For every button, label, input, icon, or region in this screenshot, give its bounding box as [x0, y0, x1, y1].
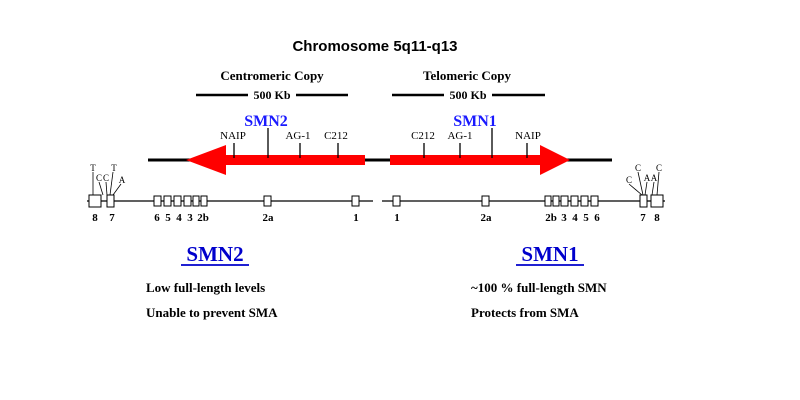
exon-number: 2b — [545, 212, 557, 224]
variant-lead — [112, 183, 122, 196]
smn1-description-line: Protects from SMA — [471, 305, 579, 320]
variant-letter: A — [119, 175, 126, 185]
smn1-description-line: ~100 % full-length SMN — [471, 280, 607, 295]
variant-lead — [644, 181, 648, 196]
variant-letter: A — [651, 173, 658, 183]
exon-number: 8 — [92, 212, 98, 224]
centromeric-copy-label: Centromeric Copy — [220, 68, 324, 83]
marker-ag1-right: AG-1 — [447, 130, 472, 142]
marker-ag1-left: AG-1 — [285, 130, 310, 142]
smn2-arrow — [186, 145, 365, 175]
smn2-description-line: Unable to prevent SMA — [146, 305, 278, 320]
variant-letter: T — [111, 163, 117, 173]
smn2-gene-label: SMN2 — [244, 113, 288, 130]
variant-lead — [98, 181, 104, 196]
exon-box — [173, 195, 182, 207]
exon-number: 2a — [481, 212, 493, 224]
exon-box — [544, 195, 552, 207]
variant-letter: C — [626, 175, 632, 185]
exon-number: 8 — [654, 212, 660, 224]
variant-lead — [628, 183, 643, 196]
exon-box — [481, 195, 490, 207]
variant-letter: A — [644, 173, 651, 183]
variant-lead — [651, 181, 655, 196]
smn1-heading[interactable]: SMN1 — [521, 242, 578, 266]
centromeric-copy-scale: Centromeric Copy 500 Kb — [196, 68, 348, 102]
variant-letter: C — [635, 163, 641, 173]
exon-number: 5 — [583, 212, 589, 224]
exon-box — [351, 195, 360, 207]
marker-naip-left: NAIP — [220, 130, 246, 142]
exon-box — [183, 195, 192, 207]
telomeric-copy-scale: Telomeric Copy 500 Kb — [392, 68, 545, 102]
exon-number: 3 — [561, 212, 567, 224]
exon-box — [200, 195, 208, 207]
variant-letter: C — [96, 173, 102, 183]
marker-c212-right: C212 — [411, 130, 435, 142]
variant-lead — [109, 171, 114, 196]
exon-number: 6 — [594, 212, 600, 224]
exon-number: 6 — [154, 212, 160, 224]
smn2-marker-ticks — [233, 128, 339, 158]
telomeric-copy-label: Telomeric Copy — [423, 68, 511, 83]
variant-letter: T — [90, 163, 96, 173]
exon-box — [552, 195, 560, 207]
exon-7-box-left — [106, 194, 115, 208]
exon-number: 7 — [109, 212, 115, 224]
exon-7-box-right — [639, 194, 648, 208]
exon-number: 4 — [176, 212, 182, 224]
variant-lead — [105, 181, 108, 196]
smn1-arrow — [390, 145, 570, 175]
diagram-title: Chromosome 5q11-q13 — [292, 38, 457, 55]
smn1-marker-ticks — [423, 128, 528, 158]
exon-number: 3 — [187, 212, 193, 224]
centromeric-scale-size: 500 Kb — [253, 88, 290, 102]
smn2-3prime-end: T T C C A 8 7 — [88, 163, 126, 224]
exon-box — [153, 195, 162, 207]
exon-number: 2b — [197, 212, 209, 224]
variant-lead — [656, 171, 660, 196]
exon-8-box-left — [88, 194, 102, 208]
smn1-exons: 1 2a 2b 3 4 5 6 — [392, 195, 600, 224]
marker-naip-right: NAIP — [515, 130, 541, 142]
exon-box — [163, 195, 172, 207]
exon-number: 7 — [640, 212, 646, 224]
smn2-heading[interactable]: SMN2 — [186, 242, 243, 266]
telomeric-scale-size: 500 Kb — [449, 88, 486, 102]
exon-8-box-right — [650, 194, 664, 208]
exon-number: 1 — [353, 212, 359, 224]
exon-number: 1 — [394, 212, 400, 224]
exon-box — [263, 195, 272, 207]
exon-box — [560, 195, 569, 207]
exon-box — [580, 195, 589, 207]
exon-number: 5 — [165, 212, 171, 224]
variant-letter: C — [656, 163, 662, 173]
smn1-section: SMN1 ~100 % full-length SMN Protects fro… — [471, 242, 607, 320]
exon-number: 4 — [572, 212, 578, 224]
exon-box — [392, 195, 401, 207]
smn2-section: SMN2 Low full-length levels Unable to pr… — [146, 242, 278, 320]
smn1-3prime-end: C C C A A 7 8 — [626, 163, 664, 224]
variant-letter: C — [103, 173, 109, 183]
smn2-description-line: Low full-length levels — [146, 280, 265, 295]
exon-number: 2a — [263, 212, 275, 224]
smn2-exons: 6 5 4 3 2b 2a 1 — [153, 195, 360, 224]
exon-box — [192, 195, 200, 207]
exon-box — [570, 195, 579, 207]
variant-lead — [637, 171, 644, 196]
marker-c212-left: C212 — [324, 130, 348, 142]
exon-box — [590, 195, 599, 207]
smn1-gene-label: SMN1 — [453, 113, 497, 130]
